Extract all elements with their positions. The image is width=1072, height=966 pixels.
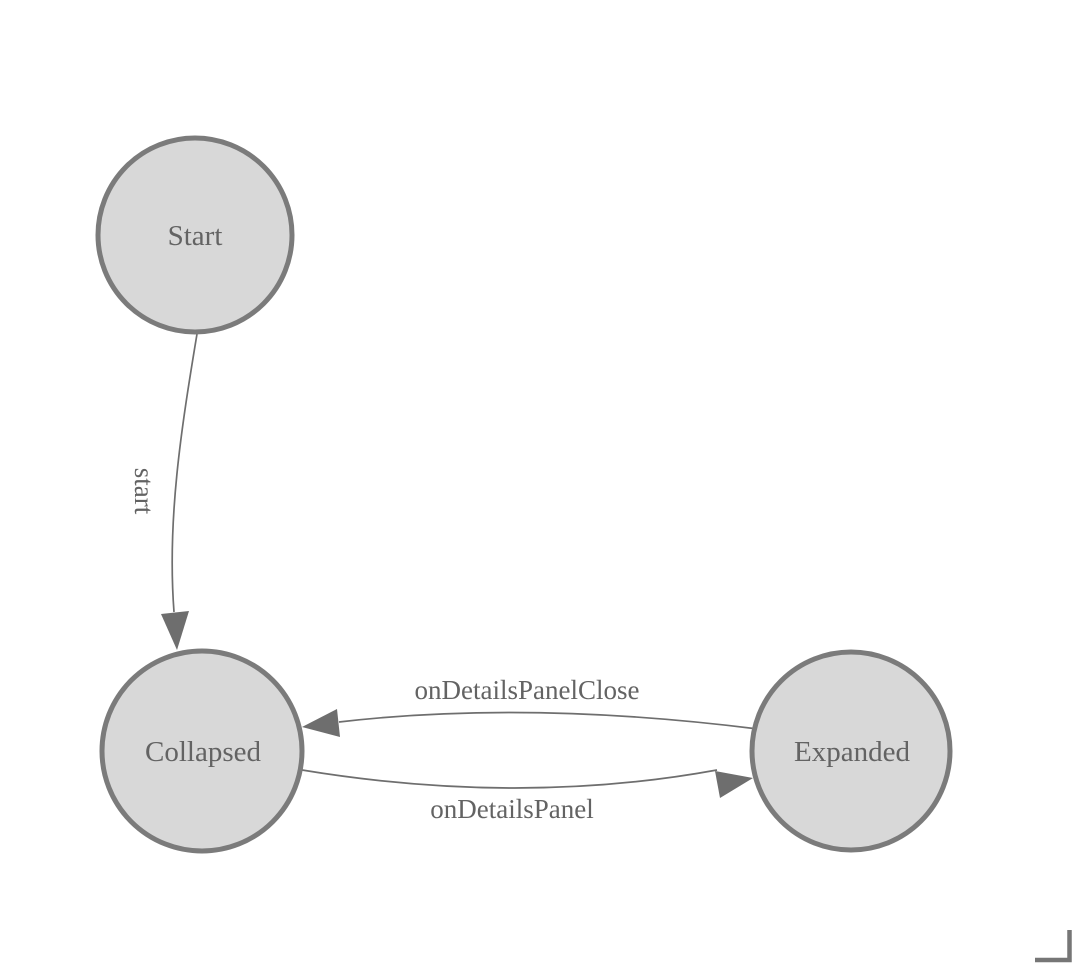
arrowhead-into-collapsed-right bbox=[302, 709, 340, 737]
state-node-collapsed-label: Collapsed bbox=[145, 736, 261, 768]
state-node-collapsed-circle[interactable] bbox=[99, 648, 305, 854]
state-node-expanded-circle[interactable] bbox=[749, 649, 953, 853]
edge-label-on-details-panel: onDetailsPanel bbox=[430, 794, 593, 824]
transition-collapsed-to-expanded-path[interactable] bbox=[301, 769, 718, 789]
state-node-start-circle[interactable] bbox=[95, 135, 295, 335]
state-node-start[interactable]: Start bbox=[95, 135, 295, 335]
arrowhead-into-expanded-left bbox=[715, 771, 753, 798]
paper-corner-mark bbox=[1035, 930, 1072, 963]
transition-collapsed-to-expanded[interactable]: onDetailsPanel bbox=[301, 769, 753, 824]
state-node-collapsed[interactable]: Collapsed bbox=[99, 648, 305, 854]
transition-start-to-collapsed-path[interactable] bbox=[171, 333, 198, 613]
state-node-expanded[interactable]: Expanded bbox=[749, 649, 953, 853]
transition-expanded-to-collapsed-path[interactable] bbox=[338, 711, 759, 730]
edge-label-start: start bbox=[129, 468, 159, 515]
state-node-expanded-label: Expanded bbox=[794, 736, 910, 768]
state-node-start-label: Start bbox=[168, 220, 223, 252]
arrowhead-into-collapsed-top bbox=[161, 611, 189, 650]
transition-start-to-collapsed[interactable]: start bbox=[129, 333, 198, 650]
edge-label-on-details-panel-close: onDetailsPanelClose bbox=[415, 675, 640, 705]
transition-expanded-to-collapsed[interactable]: onDetailsPanelClose bbox=[302, 675, 759, 737]
